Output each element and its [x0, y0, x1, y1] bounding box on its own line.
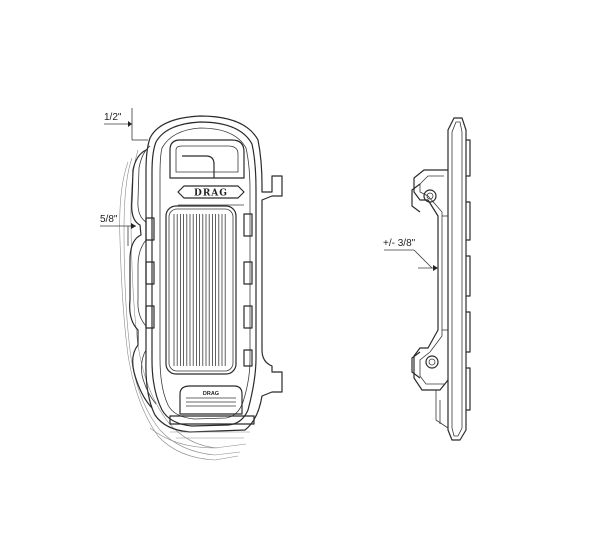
lower-pivot	[411, 351, 439, 379]
floorboard-outer-outline	[145, 115, 283, 433]
upper-pivot	[411, 183, 437, 213]
heel-plate: DRAG	[169, 385, 255, 425]
drag-logo-badge: DRAG	[177, 185, 245, 199]
dim-label-side: 5/8"	[100, 214, 118, 225]
dim-label-cant: +/- 3/8"	[383, 238, 416, 249]
mounting-bracket	[413, 169, 449, 391]
top-handle	[169, 139, 245, 179]
dim-label-top: 1/2"	[104, 112, 122, 123]
rubber-pad	[165, 205, 237, 375]
front-view: DRAG DRAG 1/2"	[100, 108, 283, 461]
heel-logo-text: DRAG	[203, 391, 219, 397]
dimension-top-offset: 1/2"	[104, 108, 148, 141]
extended-position-outline	[123, 157, 241, 456]
side-view: +/- 3/8"	[383, 117, 471, 441]
side-plate	[447, 117, 467, 441]
dimension-cant-tolerance: +/- 3/8"	[383, 238, 439, 278]
dimension-side-offset: 5/8"	[100, 214, 136, 246]
drag-logo-text: DRAG	[194, 189, 228, 199]
